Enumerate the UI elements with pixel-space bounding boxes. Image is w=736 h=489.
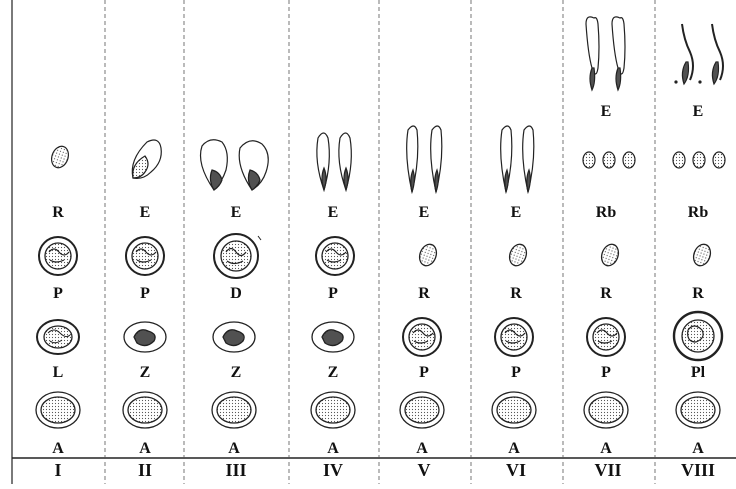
cell-spermatogonium-A xyxy=(123,392,167,428)
cell-zygotene-Z xyxy=(124,322,166,352)
residual-bodies-Rb xyxy=(673,152,725,168)
label-r2-v: R xyxy=(394,285,454,303)
cell-zygotene-Z xyxy=(213,322,255,352)
label-r3-viii: Pl xyxy=(668,364,728,382)
label-r3-iii: Z xyxy=(206,364,266,382)
label-r2-ii: P xyxy=(115,285,175,303)
cell-pachytene-P xyxy=(126,237,164,275)
label-r3-vii: P xyxy=(576,364,636,382)
label-mid-viii: Rb xyxy=(668,204,728,222)
cell-elongating-spermatid-E xyxy=(317,133,351,190)
column-separators xyxy=(105,0,655,484)
stage-numeral-ii: II xyxy=(105,460,185,480)
cell-round-spermatid-R xyxy=(599,242,622,268)
label-mid-v: E xyxy=(394,204,454,222)
label-r3-vi: P xyxy=(486,364,546,382)
label-r2-iii: D xyxy=(206,285,266,303)
cell-elongating-spermatid-E xyxy=(501,126,534,192)
cell-elongating-spermatid-E xyxy=(132,140,161,178)
cell-round-spermatid-R xyxy=(691,242,714,268)
row-2-cells xyxy=(39,234,713,278)
stage-numeral-viii: VIII xyxy=(658,460,736,480)
cell-pachytene-P xyxy=(495,318,533,356)
stage-numeral-i: I xyxy=(18,460,98,480)
label-mid-i: R xyxy=(28,204,88,222)
label-mid-vi: E xyxy=(486,204,546,222)
stage-numeral-vii: VII xyxy=(568,460,648,480)
label-r3-v: P xyxy=(394,364,454,382)
stage-numeral-iv: IV xyxy=(293,460,373,480)
row-3-cells xyxy=(37,312,722,360)
cell-elongated-spermatid-E xyxy=(586,17,625,90)
row-1-cells xyxy=(49,126,725,192)
label-r2-vi: R xyxy=(486,285,546,303)
cell-pachytene-P xyxy=(39,237,77,275)
label-r4-i: A xyxy=(28,440,88,458)
label-r2-i: P xyxy=(28,285,88,303)
cell-round-spermatid-R xyxy=(507,242,530,268)
label-r2-viii: R xyxy=(668,285,728,303)
cell-spermatogonium-A xyxy=(311,392,355,428)
label-top-viii: E xyxy=(668,103,728,121)
cell-round-spermatid-R xyxy=(417,242,440,268)
cell-diplotene-D xyxy=(214,234,261,278)
stage-numeral-v: V xyxy=(384,460,464,480)
cell-elongating-spermatid-E xyxy=(201,140,269,190)
stage-numeral-iii: III xyxy=(196,460,276,480)
row-top-cells xyxy=(586,17,723,90)
residual-bodies-Rb xyxy=(583,152,635,168)
cell-spermatogonium-A xyxy=(584,392,628,428)
label-r4-ii: A xyxy=(115,440,175,458)
label-r4-iv: A xyxy=(303,440,363,458)
label-r4-iii: A xyxy=(204,440,264,458)
label-r3-ii: Z xyxy=(115,364,175,382)
label-top-vii: E xyxy=(576,103,636,121)
label-r3-iv: Z xyxy=(303,364,363,382)
label-mid-iv: E xyxy=(303,204,363,222)
cell-zygotene-Z xyxy=(312,322,354,352)
label-r2-iv: P xyxy=(303,285,363,303)
cell-spermatogonium-A xyxy=(400,392,444,428)
cell-leptotene-L xyxy=(37,320,79,354)
cell-spermatogonium-A xyxy=(212,392,256,428)
label-mid-ii: E xyxy=(115,204,175,222)
cell-pachytene-P xyxy=(316,237,354,275)
label-r4-vi: A xyxy=(484,440,544,458)
label-r2-vii: R xyxy=(576,285,636,303)
cell-elongating-spermatid-E xyxy=(407,126,442,192)
cell-spermatogonium-A xyxy=(36,392,80,428)
cell-pachytene-P xyxy=(403,318,441,356)
cell-spermatogonium-A xyxy=(492,392,536,428)
label-mid-iii: E xyxy=(206,204,266,222)
label-r4-vii: A xyxy=(576,440,636,458)
cell-round-spermatid-R xyxy=(49,144,72,170)
label-r4-viii: A xyxy=(668,440,728,458)
cell-preleptotene-Pl xyxy=(674,312,722,360)
cell-pachytene-P xyxy=(587,318,625,356)
stage-numeral-vi: VI xyxy=(476,460,556,480)
row-a-cells xyxy=(36,392,720,428)
label-r4-v: A xyxy=(392,440,452,458)
cell-elongated-spermatid-E xyxy=(675,24,723,84)
label-mid-vii: Rb xyxy=(576,204,636,222)
label-r3-i: L xyxy=(28,364,88,382)
cell-spermatogonium-A xyxy=(676,392,720,428)
